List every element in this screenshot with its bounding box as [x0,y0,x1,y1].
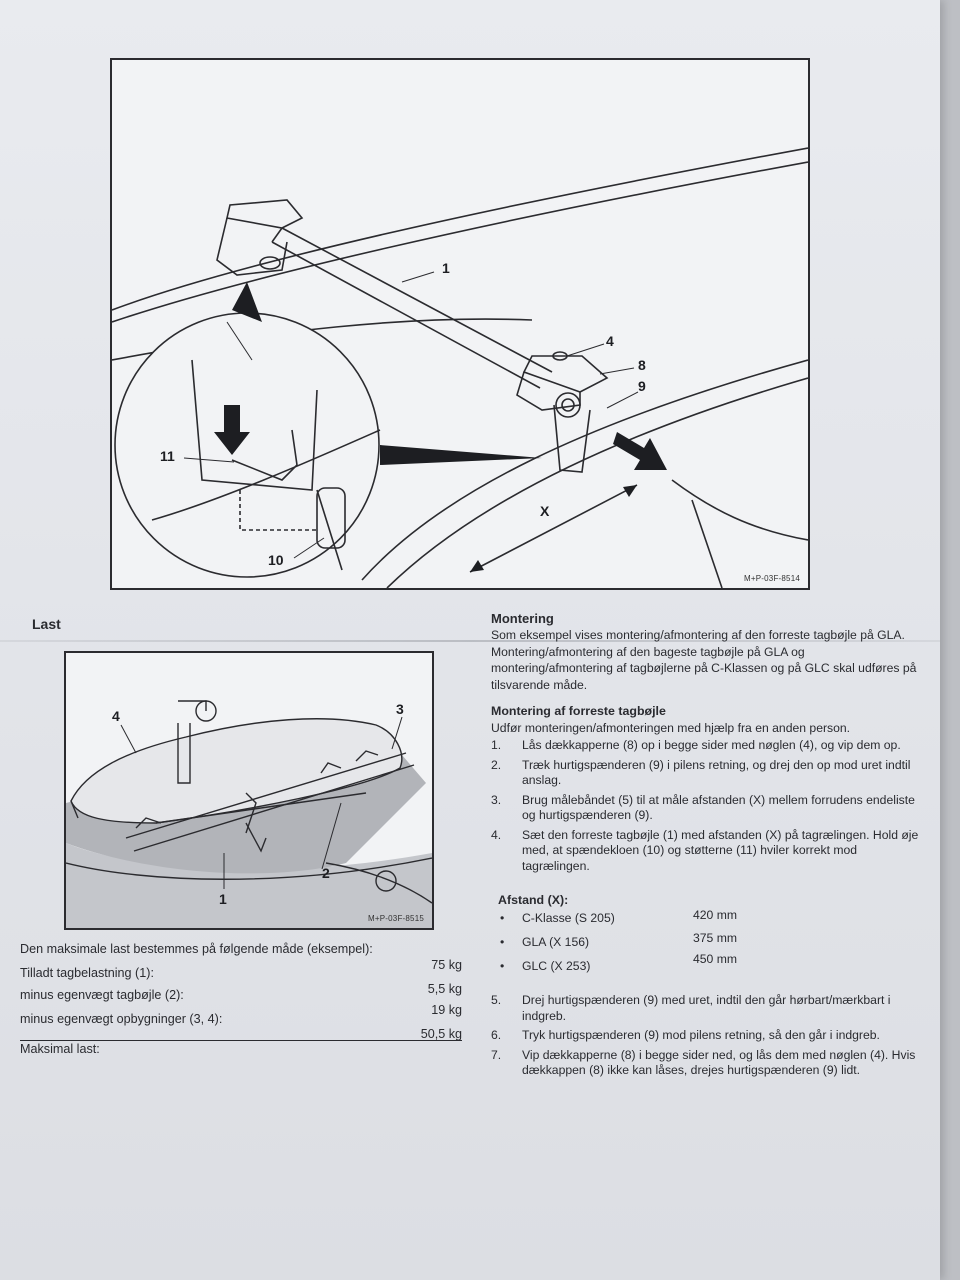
step-text: Brug målebåndet (5) til at måle afstande… [522,792,915,823]
bullet: • [500,959,505,973]
distance-value: 450 mm [693,952,738,966]
load-total-row: Maksimal last: 50,5 kg [20,1027,462,1056]
roof-box-load-illustration: 4 3 2 1 M+P-03F-8515 [64,651,434,930]
callout-9: 9 [638,378,646,394]
step-item: 1. Lås dækkapperne (8) op i begge sider m… [491,738,923,754]
steps-list-a: 1. Lås dækkapperne (8) op i begge sider m… [491,738,923,878]
load-value: 75 kg [431,958,462,972]
front-bar-subheading: Montering af forreste tagbøjle [491,704,666,718]
step-number: 2. [491,757,502,772]
steps-list-b: 5. Drej hurtigspænderen (9) med uret, ind… [491,993,921,1083]
step-number: 7. [491,1047,502,1062]
roof-bar-drawing [112,147,808,588]
distance-heading: Afstand (X): [498,893,569,907]
callout-1: 1 [442,260,450,276]
roof-bar-mounting-illustration: 1 4 8 9 11 10 X M+P-03F-8514 [110,58,810,590]
step-item: 5. Drej hurtigspænderen (9) med uret, ind… [491,993,921,1024]
step-number: 5. [491,993,502,1007]
callout-x: X [540,503,550,519]
load-row: Tilladt tagbelastning (1): 75 kg [20,958,462,980]
step-text: Tryk hurtigspænderen (9) mod pilens retn… [522,1028,880,1042]
load-figure-code: M+P-03F-8515 [368,914,424,923]
callout-4: 4 [606,333,614,349]
load-callout-3: 3 [396,701,404,717]
step-text: Sæt den forreste tagbøjle (1) med afstan… [522,827,919,873]
step-text: Lås dækkapperne (8) op i begge sider med… [522,738,901,752]
load-label: Tilladt tagbelastning (1): [20,966,154,980]
step-text: Drej hurtigspænderen (9) med uret, indti… [522,993,891,1023]
bullet: • [500,935,505,949]
step-item: 7. Vip dækkapperne (8) i begge sider ned,… [491,1048,921,1079]
mounting-sub-intro: Udfør monteringen/afmonteringen med hjæl… [491,721,851,735]
mounting-intro: Som eksempel vises montering/afmontering… [491,628,917,692]
model-name: C-Klasse (S 205) [522,911,615,925]
load-heading: Last [32,616,61,632]
load-row: minus egenvægt opbygninger (3, 4): 19 kg [20,1003,462,1026]
step-number: 4. [491,827,502,842]
step-item: 3. Brug målebåndet (5) til at måle afstan… [491,793,923,824]
step-number: 6. [491,1028,502,1042]
load-label: minus egenvægt tagbøjle (2): [20,988,184,1002]
distance-value: 420 mm [693,908,738,922]
distance-value: 375 mm [693,931,738,945]
load-value: 19 kg [431,1003,462,1017]
callout-8: 8 [638,357,646,373]
step-item: 4. Sæt den forreste tagbøjle (1) med afst… [491,828,923,875]
load-intro: Den maksimale last bestemmes på følgende… [20,942,373,956]
load-label: minus egenvægt opbygninger (3, 4): [20,1012,223,1026]
load-callout-2: 2 [322,865,330,881]
paper-fold-line [0,640,940,642]
mounting-heading: Montering [491,611,554,626]
load-callout-4: 4 [112,708,120,724]
step-text: Træk hurtigspænderen (9) i pilens retnin… [522,757,911,788]
callout-10: 10 [268,552,284,568]
roof-box-drawing [66,700,432,928]
model-name: GLA (X 156) [522,935,590,949]
model-name: GLC (X 253) [522,959,591,973]
step-number: 3. [491,792,502,807]
step-number: 1. [491,738,502,752]
load-value: 5,5 kg [427,982,462,996]
step-text: Vip dækkapperne (8) i begge sider ned, o… [522,1047,916,1078]
load-callout-1: 1 [219,891,227,907]
total-value: 50,5 kg [420,1027,462,1041]
total-label: Maksimal last: [20,1042,100,1056]
sum-line [20,1040,462,1041]
figure-code: M+P-03F-8514 [744,574,800,583]
load-row: minus egenvægt tagbøjle (2): 5,5 kg [20,982,462,1002]
step-item: 6. Tryk hurtigspænderen (9) mod pilens re… [491,1028,921,1044]
bullet: • [500,911,505,925]
step-item: 2. Træk hurtigspænderen (9) i pilens retn… [491,758,923,789]
callout-11: 11 [160,448,175,464]
